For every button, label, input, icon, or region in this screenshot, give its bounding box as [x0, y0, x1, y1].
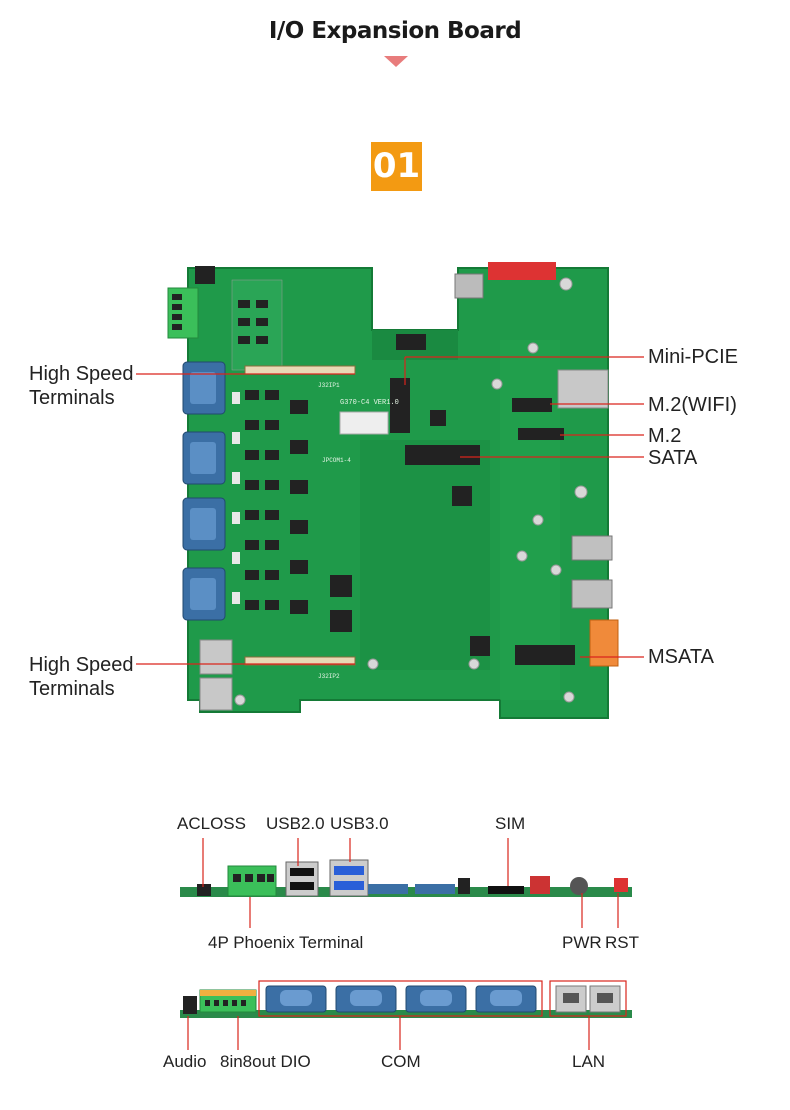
- label-line: Terminals: [29, 678, 115, 700]
- label-audio: Audio: [163, 1052, 207, 1071]
- label-line: High Speed: [29, 654, 134, 676]
- rear-pcb-bottom: [180, 1010, 632, 1018]
- label-m2-wifi: M.2(WIFI): [648, 394, 737, 416]
- label-rst: RST: [605, 933, 639, 952]
- phoenix-terminal-right: [589, 619, 619, 667]
- label-m2: M.2: [648, 425, 682, 447]
- label-phoenix-terminal: 4P Phoenix Terminal: [208, 933, 364, 952]
- audio-jack: [195, 266, 215, 284]
- callout-lines: [136, 356, 644, 665]
- label-msata: MSATA: [648, 646, 714, 668]
- high-speed-terminal-bottom: [244, 656, 356, 666]
- label-sim: SIM: [495, 814, 526, 833]
- label-lan: LAN: [572, 1052, 606, 1071]
- label-high-speed-terminals-bottom: High Speed Terminals: [29, 653, 134, 701]
- label-high-speed-terminals-top: High Speed Terminals: [29, 362, 134, 410]
- silkscreen-j32ip2: J32IP2: [318, 673, 340, 680]
- m2-wifi-slot: [512, 398, 552, 412]
- down-arrow-icon: [384, 56, 408, 67]
- mini-pcie-slot: [390, 378, 410, 433]
- label-pwr: PWR: [562, 933, 602, 952]
- label-acloss: ACLOSS: [177, 814, 246, 833]
- lan-ports-left: [199, 639, 233, 711]
- silkscreen-version: G370-C4 VER1.0: [340, 399, 399, 407]
- phoenix-terminal-top-left: [167, 287, 199, 339]
- m2-slot: [518, 428, 564, 440]
- label-mini-pcie: Mini-PCIE: [648, 346, 739, 368]
- label-usb2: USB2.0: [266, 814, 325, 833]
- page-title: I/O Expansion Board: [268, 18, 522, 44]
- msata-slot: [515, 645, 575, 665]
- label-line: High Speed: [29, 363, 134, 385]
- silkscreen-j32ip1: J32IP1: [318, 382, 340, 389]
- label-dio: 8in8out DIO: [220, 1052, 311, 1071]
- label-sata: SATA: [648, 447, 698, 469]
- label-com: COM: [381, 1052, 421, 1071]
- label-usb3: USB3.0: [330, 814, 389, 833]
- section-number-badge: 01: [371, 142, 422, 191]
- sata-connector: [405, 445, 480, 465]
- label-line: Terminals: [29, 387, 115, 409]
- silkscreen-jpcom: JPCOM1-4: [322, 457, 351, 464]
